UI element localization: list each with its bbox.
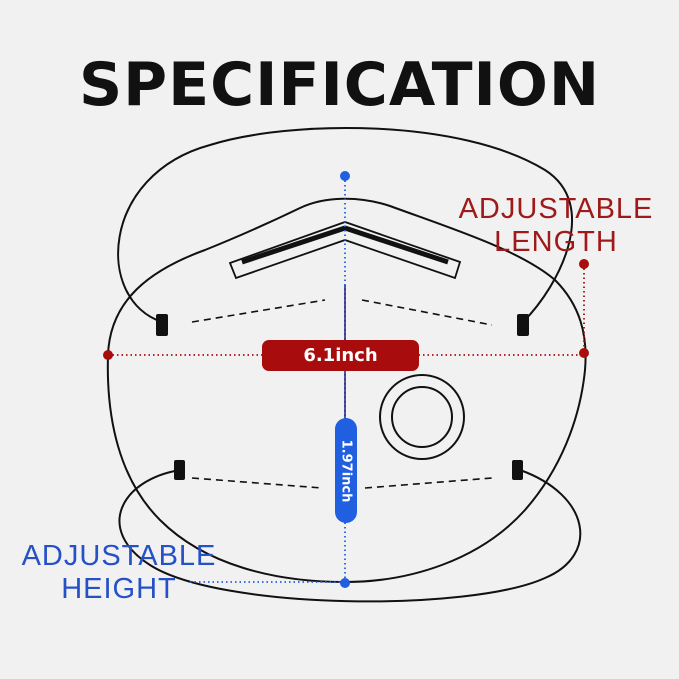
width-dimension-badge: 6.1inch [262,340,419,371]
adjustable-length-line1: ADJUSTABLE [458,193,654,225]
page-title: SPECIFICATION [78,50,601,120]
width-dimension-label: 6.1inch [303,345,378,366]
bottom-ear-loop [118,469,582,603]
adjustable-length-line2: LENGTH [494,226,618,258]
length-callout-dot [579,259,589,269]
height-dimension-badge: 1.97inch [335,418,357,523]
width-left-dot [103,350,113,360]
width-right-dot [579,348,589,358]
clip-top-left [156,314,168,336]
top-ear-loop [117,126,573,323]
adjustable-height-line2: HEIGHT [61,573,177,605]
adjustable-height-line1: ADJUSTABLE [21,540,217,572]
mask-body-outline [106,197,587,584]
height-bottom-dot [340,578,350,588]
valve-inner [391,386,453,448]
adjustable-height-callout: ADJUSTABLE HEIGHT [14,540,224,606]
clip-top-right [517,314,529,336]
valve-outer [379,374,465,460]
clip-bottom-left [174,460,185,480]
height-dimension-label: 1.97inch [338,439,354,502]
adjustable-length-callout: ADJUSTABLE LENGTH [441,193,671,259]
height-top-dot [340,171,350,181]
clip-bottom-right [512,460,523,480]
nose-clip-bar [241,225,449,265]
